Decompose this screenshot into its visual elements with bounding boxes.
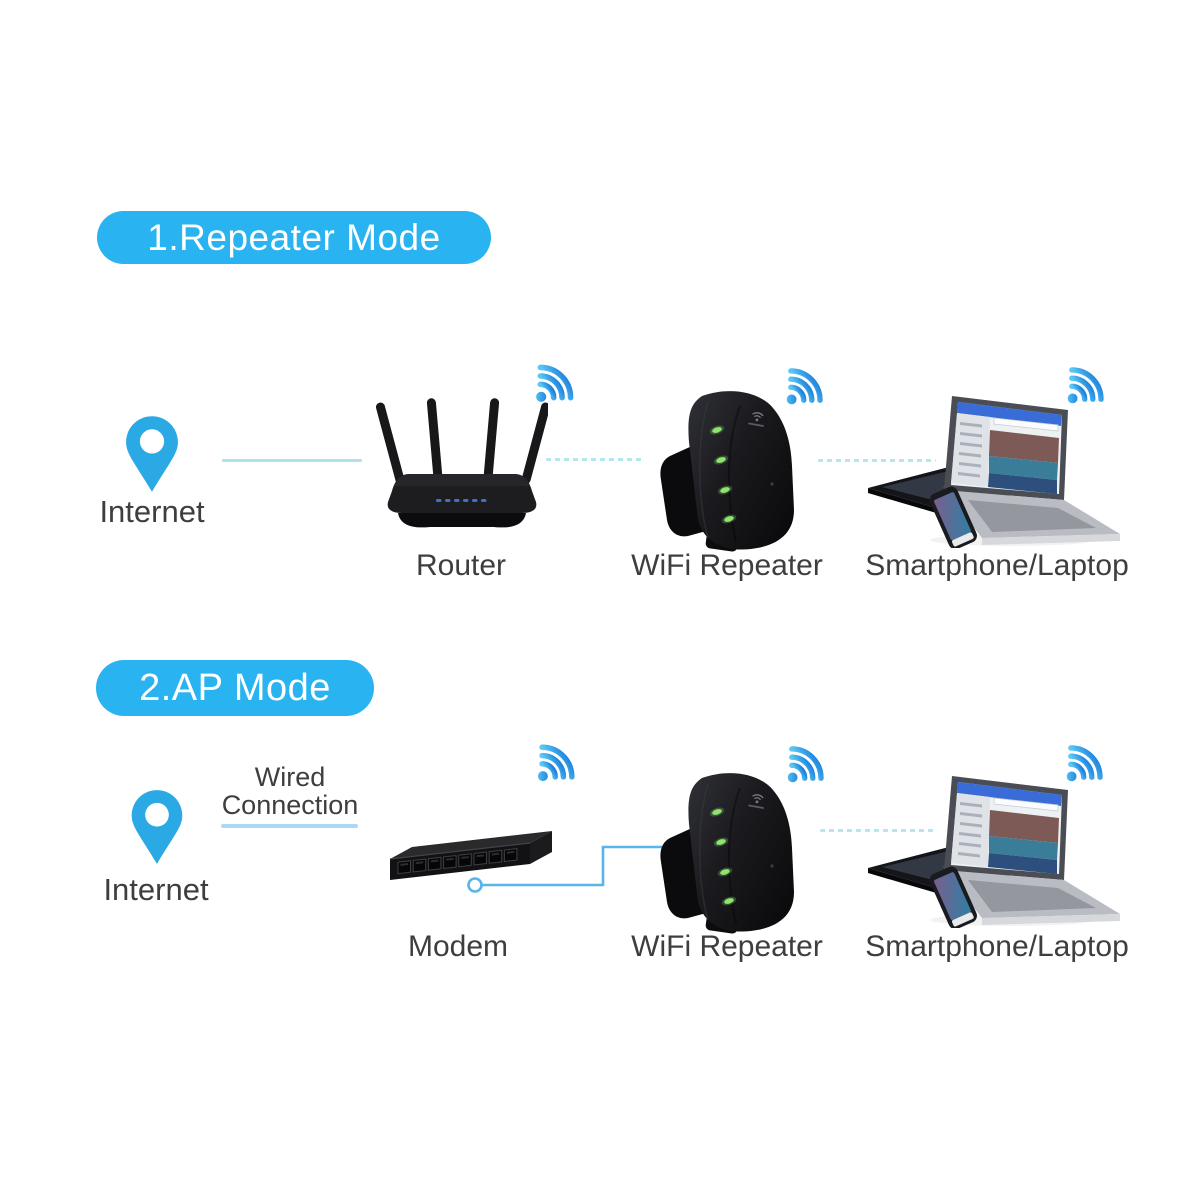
wifi-signal-icon xyxy=(1057,358,1113,414)
internet-label: Internet xyxy=(103,872,209,907)
internet-pin-icon xyxy=(122,414,182,494)
internet-pin-icon xyxy=(128,788,186,866)
wifi-repeater-label: WiFi Repeater xyxy=(631,930,823,963)
repeater-devices-dashed-line xyxy=(820,829,936,832)
wired-connection-line2: Connection xyxy=(221,790,359,820)
devices-label: Smartphone/Laptop xyxy=(865,930,1129,963)
router-illustration xyxy=(376,390,548,542)
wifi-signal-icon xyxy=(527,735,584,792)
router-repeater-dashed-line xyxy=(546,458,642,461)
wifi-signal-icon xyxy=(776,359,832,415)
port-circle-marker xyxy=(467,877,483,893)
ap-mode-badge-label: 2.AP Mode xyxy=(139,666,331,709)
wired-connection-underline xyxy=(221,824,358,828)
modem-label: Modem xyxy=(407,930,509,963)
repeater-devices-dashed-line xyxy=(818,459,936,462)
devices-illustration xyxy=(862,768,1138,928)
wifi-signal-icon xyxy=(777,737,833,793)
wired-connection-line1: Wired xyxy=(254,762,326,792)
devices-label: Smartphone/Laptop xyxy=(865,549,1129,582)
wired-connection-label: Wired Connection xyxy=(200,763,380,819)
wifi-signal-icon xyxy=(1056,736,1112,792)
internet-label: Internet xyxy=(99,494,205,529)
wifi-signal-icon xyxy=(525,355,583,413)
repeater-mode-badge-label: 1.Repeater Mode xyxy=(147,216,441,258)
wifi-repeater-label: WiFi Repeater xyxy=(631,549,823,582)
router-label: Router xyxy=(415,549,507,582)
ap-mode-badge: 2.AP Mode xyxy=(96,660,374,716)
internet-router-line xyxy=(222,459,362,462)
repeater-mode-badge: 1.Repeater Mode xyxy=(97,211,491,264)
